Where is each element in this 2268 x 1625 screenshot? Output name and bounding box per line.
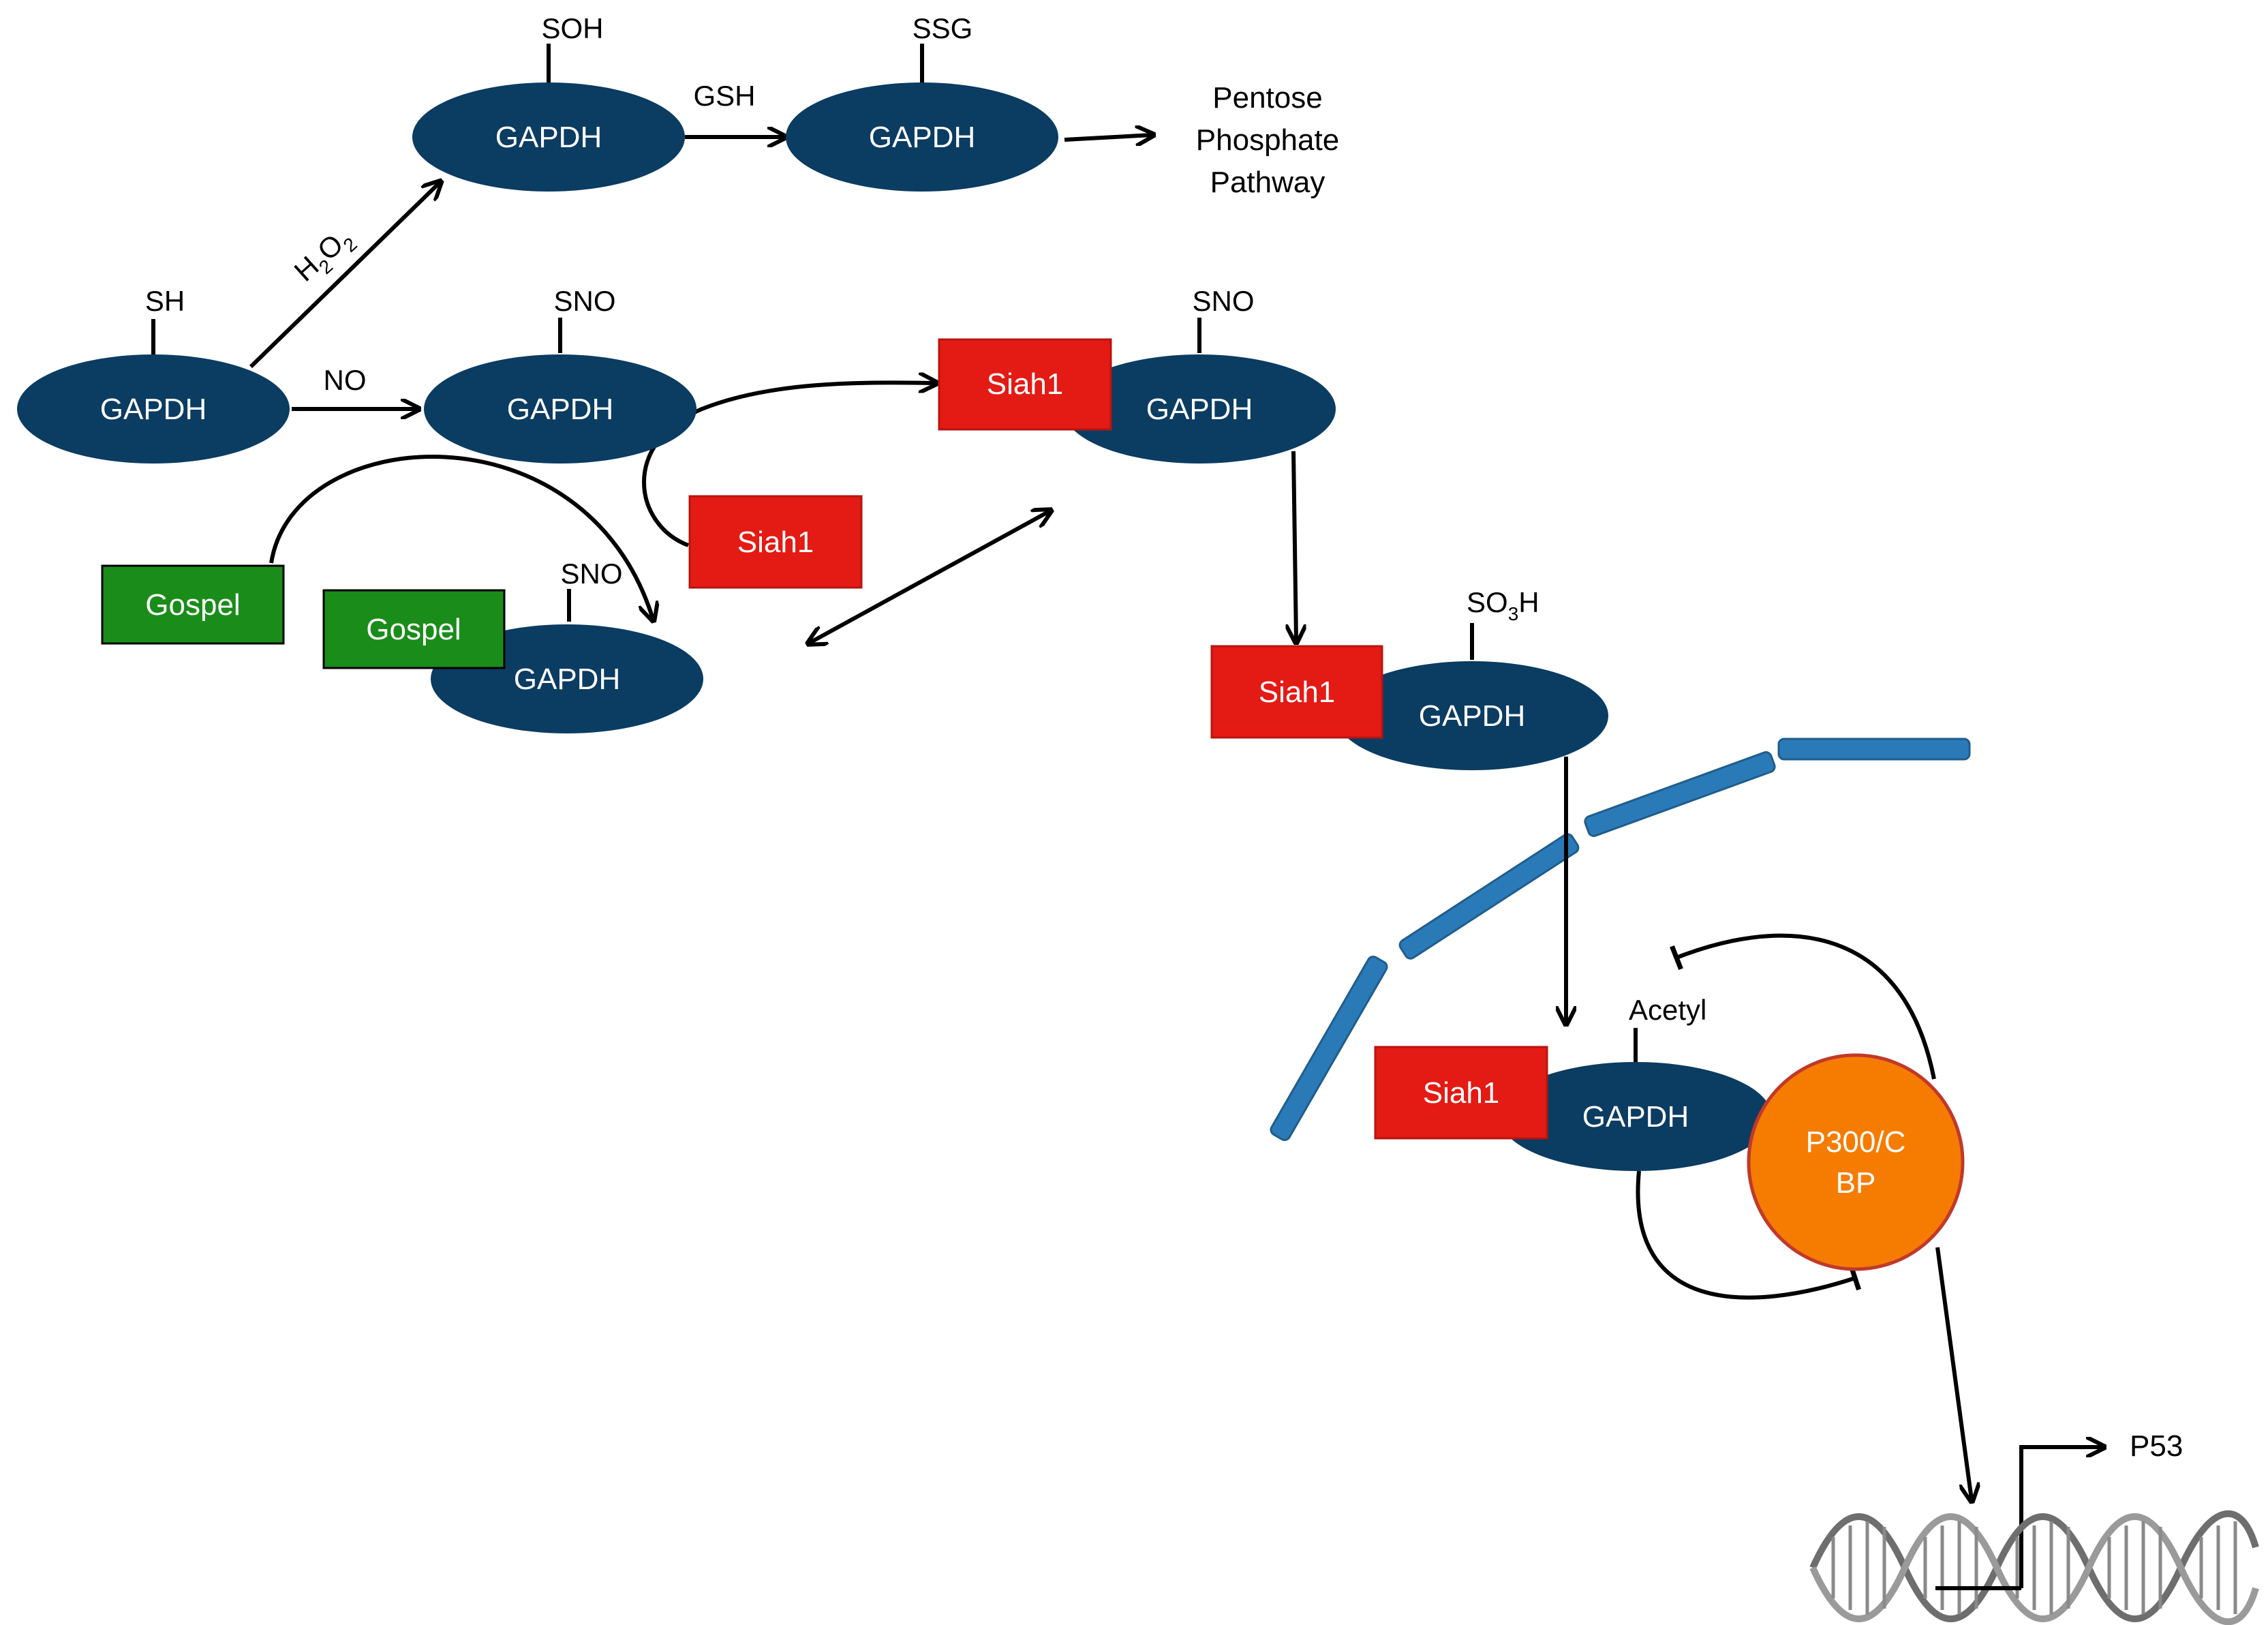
gospel-gapdh-sno-complex: GAPDH Gospel [322, 589, 703, 733]
gapdh-label: GAPDH [1582, 1100, 1689, 1134]
mod-soh-label: SOH [541, 12, 603, 44]
membrane-segment [1777, 738, 1971, 761]
gapdh-soh-node: GAPDH [412, 82, 685, 192]
edge-label-h2o2: H2O2 [288, 221, 361, 292]
membrane-segment [1584, 751, 1776, 837]
gapdh-ellipse [424, 354, 696, 464]
so3h-subscript: 3 [1508, 603, 1519, 624]
dna-strand-a [1809, 1510, 2259, 1622]
ppp-line2: Phosphate [1196, 123, 1339, 157]
arrow-transcription-p53 [2019, 1447, 2102, 1588]
gapdh-ellipse [786, 82, 1058, 192]
p53-label: P53 [2130, 1429, 2183, 1463]
mod-sno-1-label: SNO [553, 285, 615, 317]
gapdh-label: GAPDH [100, 393, 206, 426]
siah1-free-node: Siah1 [688, 495, 863, 589]
gospel-label: Gospel [145, 588, 240, 622]
gapdh-ellipse [17, 354, 290, 464]
dna-double-helix-icon [1809, 1510, 2259, 1625]
so3h-end: H [1518, 586, 1539, 618]
modification-labels: SH SOH SSG SNO SNO SNO SO3H Acetyl [145, 12, 1707, 1026]
mod-acetyl-label: Acetyl [1629, 994, 1706, 1026]
gapdh-sh-node: GAPDH [17, 354, 290, 464]
gapdh-label: GAPDH [507, 393, 613, 426]
arrow-competition-bidirectional [810, 511, 1049, 643]
siah1-box [1210, 645, 1383, 739]
modification-stems [151, 44, 1638, 1063]
gospel-box [101, 564, 285, 645]
gapdh-label: GAPDH [495, 121, 602, 154]
p300-label-line1: P300/C [1806, 1125, 1906, 1159]
arrow-sh-to-soh [249, 183, 440, 369]
p300-label-line2: BP [1836, 1166, 1876, 1200]
dna-base-pairs [1831, 1521, 2237, 1614]
gospel-label: Gospel [366, 613, 461, 646]
siah1-label: Siah1 [737, 526, 814, 559]
mod-sh-label: SH [145, 285, 185, 317]
h2o2-h: H [288, 249, 325, 287]
feedback-p300-to-acetyl [1670, 933, 1936, 1080]
siah1-gapdh-sno-complex: GAPDH Siah1 [938, 338, 1336, 464]
mod-sno-3-label: SNO [560, 558, 622, 590]
pentose-phosphate-pathway-label: Pentose Phosphate Pathway [1196, 81, 1339, 199]
arrow-siah1-to-complex [642, 382, 935, 547]
siah1-label: Siah1 [987, 367, 1064, 401]
mod-sno-2-label: SNO [1192, 285, 1254, 317]
nuclear-siah1-gapdh-acetyl-complex: GAPDH Siah1 [1374, 1046, 1772, 1171]
edges [249, 135, 2102, 1588]
siah1-box [688, 495, 863, 589]
p300-circle [1747, 1053, 1965, 1271]
feedback-gapdh-to-p300 [1636, 1170, 1862, 1300]
gapdh-label: GAPDH [514, 663, 620, 696]
gapdh-ellipse [1336, 661, 1608, 770]
siah1-box [1374, 1046, 1548, 1140]
siah1-label: Siah1 [1423, 1076, 1500, 1110]
arrow-p300-to-dna [1935, 1247, 1972, 1500]
gospel-free-node: Gospel [101, 564, 285, 645]
nuclear-membrane [1270, 738, 1971, 1141]
so3h-main: SO [1467, 586, 1508, 618]
gapdh-sno-node: GAPDH [424, 354, 696, 464]
edge-label-no: NO [324, 364, 367, 396]
gapdh-label: GAPDH [1146, 393, 1253, 426]
arrow-sno-to-so3h [1293, 451, 1296, 641]
siah1-gapdh-so3h-complex: GAPDH Siah1 [1210, 645, 1608, 770]
gapdh-ellipse [412, 82, 685, 192]
ppp-line3: Pathway [1210, 166, 1325, 199]
siah1-box [938, 338, 1112, 431]
dna-strand-b [1809, 1513, 2259, 1625]
ppp-line1: Pentose [1212, 81, 1322, 115]
arrow-gospel-to-complex [269, 455, 653, 619]
membrane-segment [1270, 956, 1388, 1141]
membrane-segment [1398, 833, 1580, 960]
mod-so3h-label: SO3H [1467, 586, 1539, 624]
p300-cbp-node: P300/C BP [1747, 1053, 1965, 1271]
gapdh-ellipse [1499, 1062, 1772, 1171]
gapdh-ellipse [1063, 354, 1336, 464]
gapdh-label: GAPDH [869, 121, 975, 154]
siah1-label: Siah1 [1259, 675, 1336, 709]
gospel-box [322, 589, 506, 669]
gapdh-ssg-node: GAPDH [786, 82, 1058, 192]
gapdh-label: GAPDH [1419, 699, 1525, 733]
arrow-ssg-to-ppp [1064, 135, 1152, 140]
edge-label-gsh: GSH [693, 80, 755, 112]
mod-ssg-label: SSG [913, 12, 973, 44]
